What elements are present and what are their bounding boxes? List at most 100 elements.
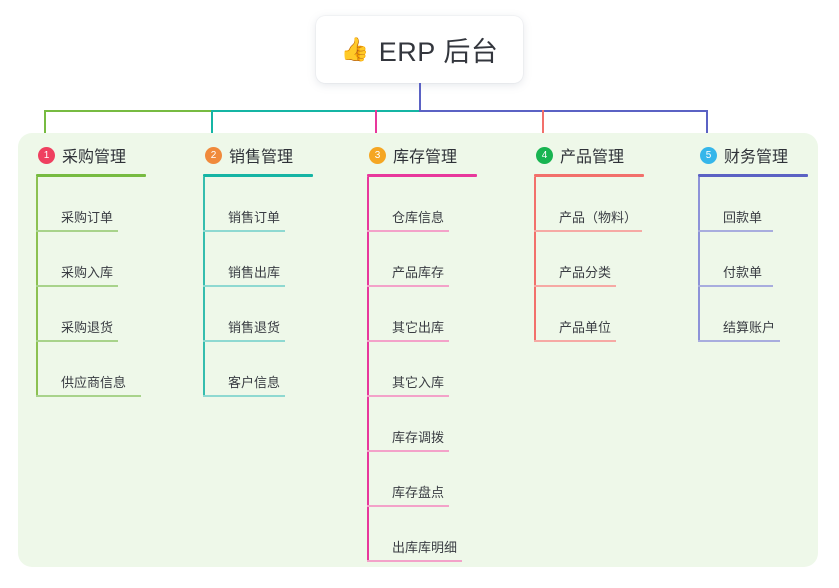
tree-leaf-item[interactable]: 销售出库 — [203, 232, 313, 287]
column-badge-icon: 4 — [536, 146, 553, 164]
tree-leaf-underline — [534, 340, 616, 342]
connector-bus-segment-3 — [419, 110, 708, 112]
tree-leaf-item[interactable]: 采购入库 — [36, 232, 146, 287]
column-header-underline — [698, 174, 808, 177]
tree-leaf-label: 产品（物料） — [559, 210, 638, 225]
connector-root-stem — [419, 83, 421, 112]
tree-leaf-item[interactable]: 供应商信息 — [36, 342, 146, 397]
tree-leaf-item[interactable]: 销售订单 — [203, 177, 313, 232]
tree-leaf-label: 客户信息 — [228, 375, 281, 390]
tree-leaf-item[interactable]: 产品库存 — [367, 232, 477, 287]
column-header-2[interactable]: 2 销售管理 — [203, 143, 313, 167]
tree-leaf-item[interactable]: 产品单位 — [534, 287, 644, 342]
tree-leaf-item[interactable]: 库存盘点 — [367, 452, 477, 507]
tree-leaf-item[interactable]: 采购订单 — [36, 177, 146, 232]
column-header-underline — [36, 174, 146, 177]
tree-leaf-label: 其它入库 — [392, 375, 445, 390]
tree-leaf-item[interactable]: 产品（物料） — [534, 177, 644, 232]
column-title: 库存管理 — [393, 149, 458, 166]
tree-leaf-label: 产品分类 — [559, 265, 612, 280]
column-badge-icon: 3 — [369, 146, 386, 164]
tree-leaf-underline — [203, 395, 285, 397]
column-header-underline — [534, 174, 644, 177]
column-title: 采购管理 — [62, 149, 127, 166]
column-header-1[interactable]: 1 采购管理 — [36, 143, 146, 167]
tree-leaf-item[interactable]: 库存调拨 — [367, 397, 477, 452]
connector-drop-2 — [211, 110, 213, 140]
column-title: 财务管理 — [724, 149, 789, 166]
tree-leaf-item[interactable]: 销售退货 — [203, 287, 313, 342]
tree-leaf-label: 出库库明细 — [392, 540, 458, 555]
tree-leaf-underline — [36, 230, 118, 232]
column-spine — [36, 177, 38, 397]
column-title: 产品管理 — [560, 149, 625, 166]
tree-leaf-item[interactable]: 客户信息 — [203, 342, 313, 397]
column-header-4[interactable]: 4 产品管理 — [534, 143, 644, 167]
tree-leaf-underline — [534, 285, 616, 287]
tree-leaf-label: 结算账户 — [723, 320, 776, 335]
column-spine — [698, 177, 700, 342]
root-node-label: ERP 后台 — [378, 37, 499, 67]
connector-bus-segment-1 — [44, 110, 211, 112]
tree-leaf-label: 付款单 — [723, 265, 763, 280]
column-spine — [203, 177, 205, 397]
column-1: 1 采购管理采购订单采购入库采购退货供应商信息 — [36, 143, 146, 397]
column-spine — [367, 177, 369, 562]
tree-leaf-underline — [203, 340, 285, 342]
tree-leaf-underline — [367, 285, 449, 287]
tree-leaf-item[interactable]: 仓库信息 — [367, 177, 477, 232]
tree-leaf-underline — [367, 505, 449, 507]
tree-leaf-label: 其它出库 — [392, 320, 445, 335]
column-badge-icon: 5 — [700, 146, 717, 164]
column-spine — [534, 177, 536, 342]
tree-leaf-label: 销售出库 — [228, 265, 281, 280]
tree-leaf-label: 供应商信息 — [61, 375, 127, 390]
tree-leaf-item[interactable]: 结算账户 — [698, 287, 808, 342]
tree-leaf-underline — [367, 395, 449, 397]
column-title: 销售管理 — [229, 149, 294, 166]
tree-panel — [18, 133, 818, 567]
tree-leaf-label: 采购入库 — [61, 265, 114, 280]
column-5: 5 财务管理回款单付款单结算账户 — [698, 143, 808, 342]
tree-leaf-item[interactable]: 产品分类 — [534, 232, 644, 287]
column-badge-icon: 2 — [205, 146, 222, 164]
tree-leaf-label: 销售退货 — [228, 320, 281, 335]
column-items: 产品（物料） 产品分类产品单位 — [534, 177, 644, 342]
tree-leaf-item[interactable]: 采购退货 — [36, 287, 146, 342]
tree-leaf-underline — [367, 560, 462, 562]
column-items: 采购订单采购入库采购退货供应商信息 — [36, 177, 146, 397]
column-header-3[interactable]: 3 库存管理 — [367, 143, 477, 167]
tree-leaf-underline — [698, 285, 773, 287]
tree-leaf-item[interactable]: 付款单 — [698, 232, 808, 287]
column-items: 销售订单销售出库销售退货客户信息 — [203, 177, 313, 397]
thumbs-up-icon: 👍 — [340, 36, 370, 62]
column-items: 回款单付款单结算账户 — [698, 177, 808, 342]
tree-leaf-label: 产品单位 — [559, 320, 612, 335]
tree-leaf-item[interactable]: 其它入库 — [367, 342, 477, 397]
tree-leaf-label: 仓库信息 — [392, 210, 445, 225]
tree-leaf-label: 采购退货 — [61, 320, 114, 335]
column-4: 4 产品管理产品（物料） 产品分类产品单位 — [534, 143, 644, 342]
tree-leaf-label: 采购订单 — [61, 210, 114, 225]
tree-leaf-item[interactable]: 其它出库 — [367, 287, 477, 342]
column-badge-icon: 1 — [38, 146, 55, 164]
column-2: 2 销售管理销售订单销售出库销售退货客户信息 — [203, 143, 313, 397]
tree-leaf-underline — [534, 230, 642, 232]
connector-drop-4 — [542, 110, 544, 140]
connector-drop-1 — [44, 110, 46, 140]
tree-leaf-underline — [367, 450, 449, 452]
column-header-underline — [203, 174, 313, 177]
root-node-card[interactable]: 👍 ERP 后台 — [316, 16, 523, 83]
column-header-5[interactable]: 5 财务管理 — [698, 143, 808, 167]
connector-bus-segment-2 — [211, 110, 419, 112]
tree-leaf-label: 库存调拨 — [392, 430, 445, 445]
tree-leaf-label: 库存盘点 — [392, 485, 445, 500]
tree-leaf-label: 销售订单 — [228, 210, 281, 225]
tree-leaf-underline — [36, 285, 118, 287]
root-node-title: 👍 ERP 后台 — [341, 30, 499, 69]
tree-leaf-label: 回款单 — [723, 210, 763, 225]
tree-leaf-item[interactable]: 出库库明细 — [367, 507, 477, 562]
tree-leaf-underline — [698, 230, 773, 232]
connector-drop-3 — [375, 110, 377, 140]
tree-leaf-item[interactable]: 回款单 — [698, 177, 808, 232]
